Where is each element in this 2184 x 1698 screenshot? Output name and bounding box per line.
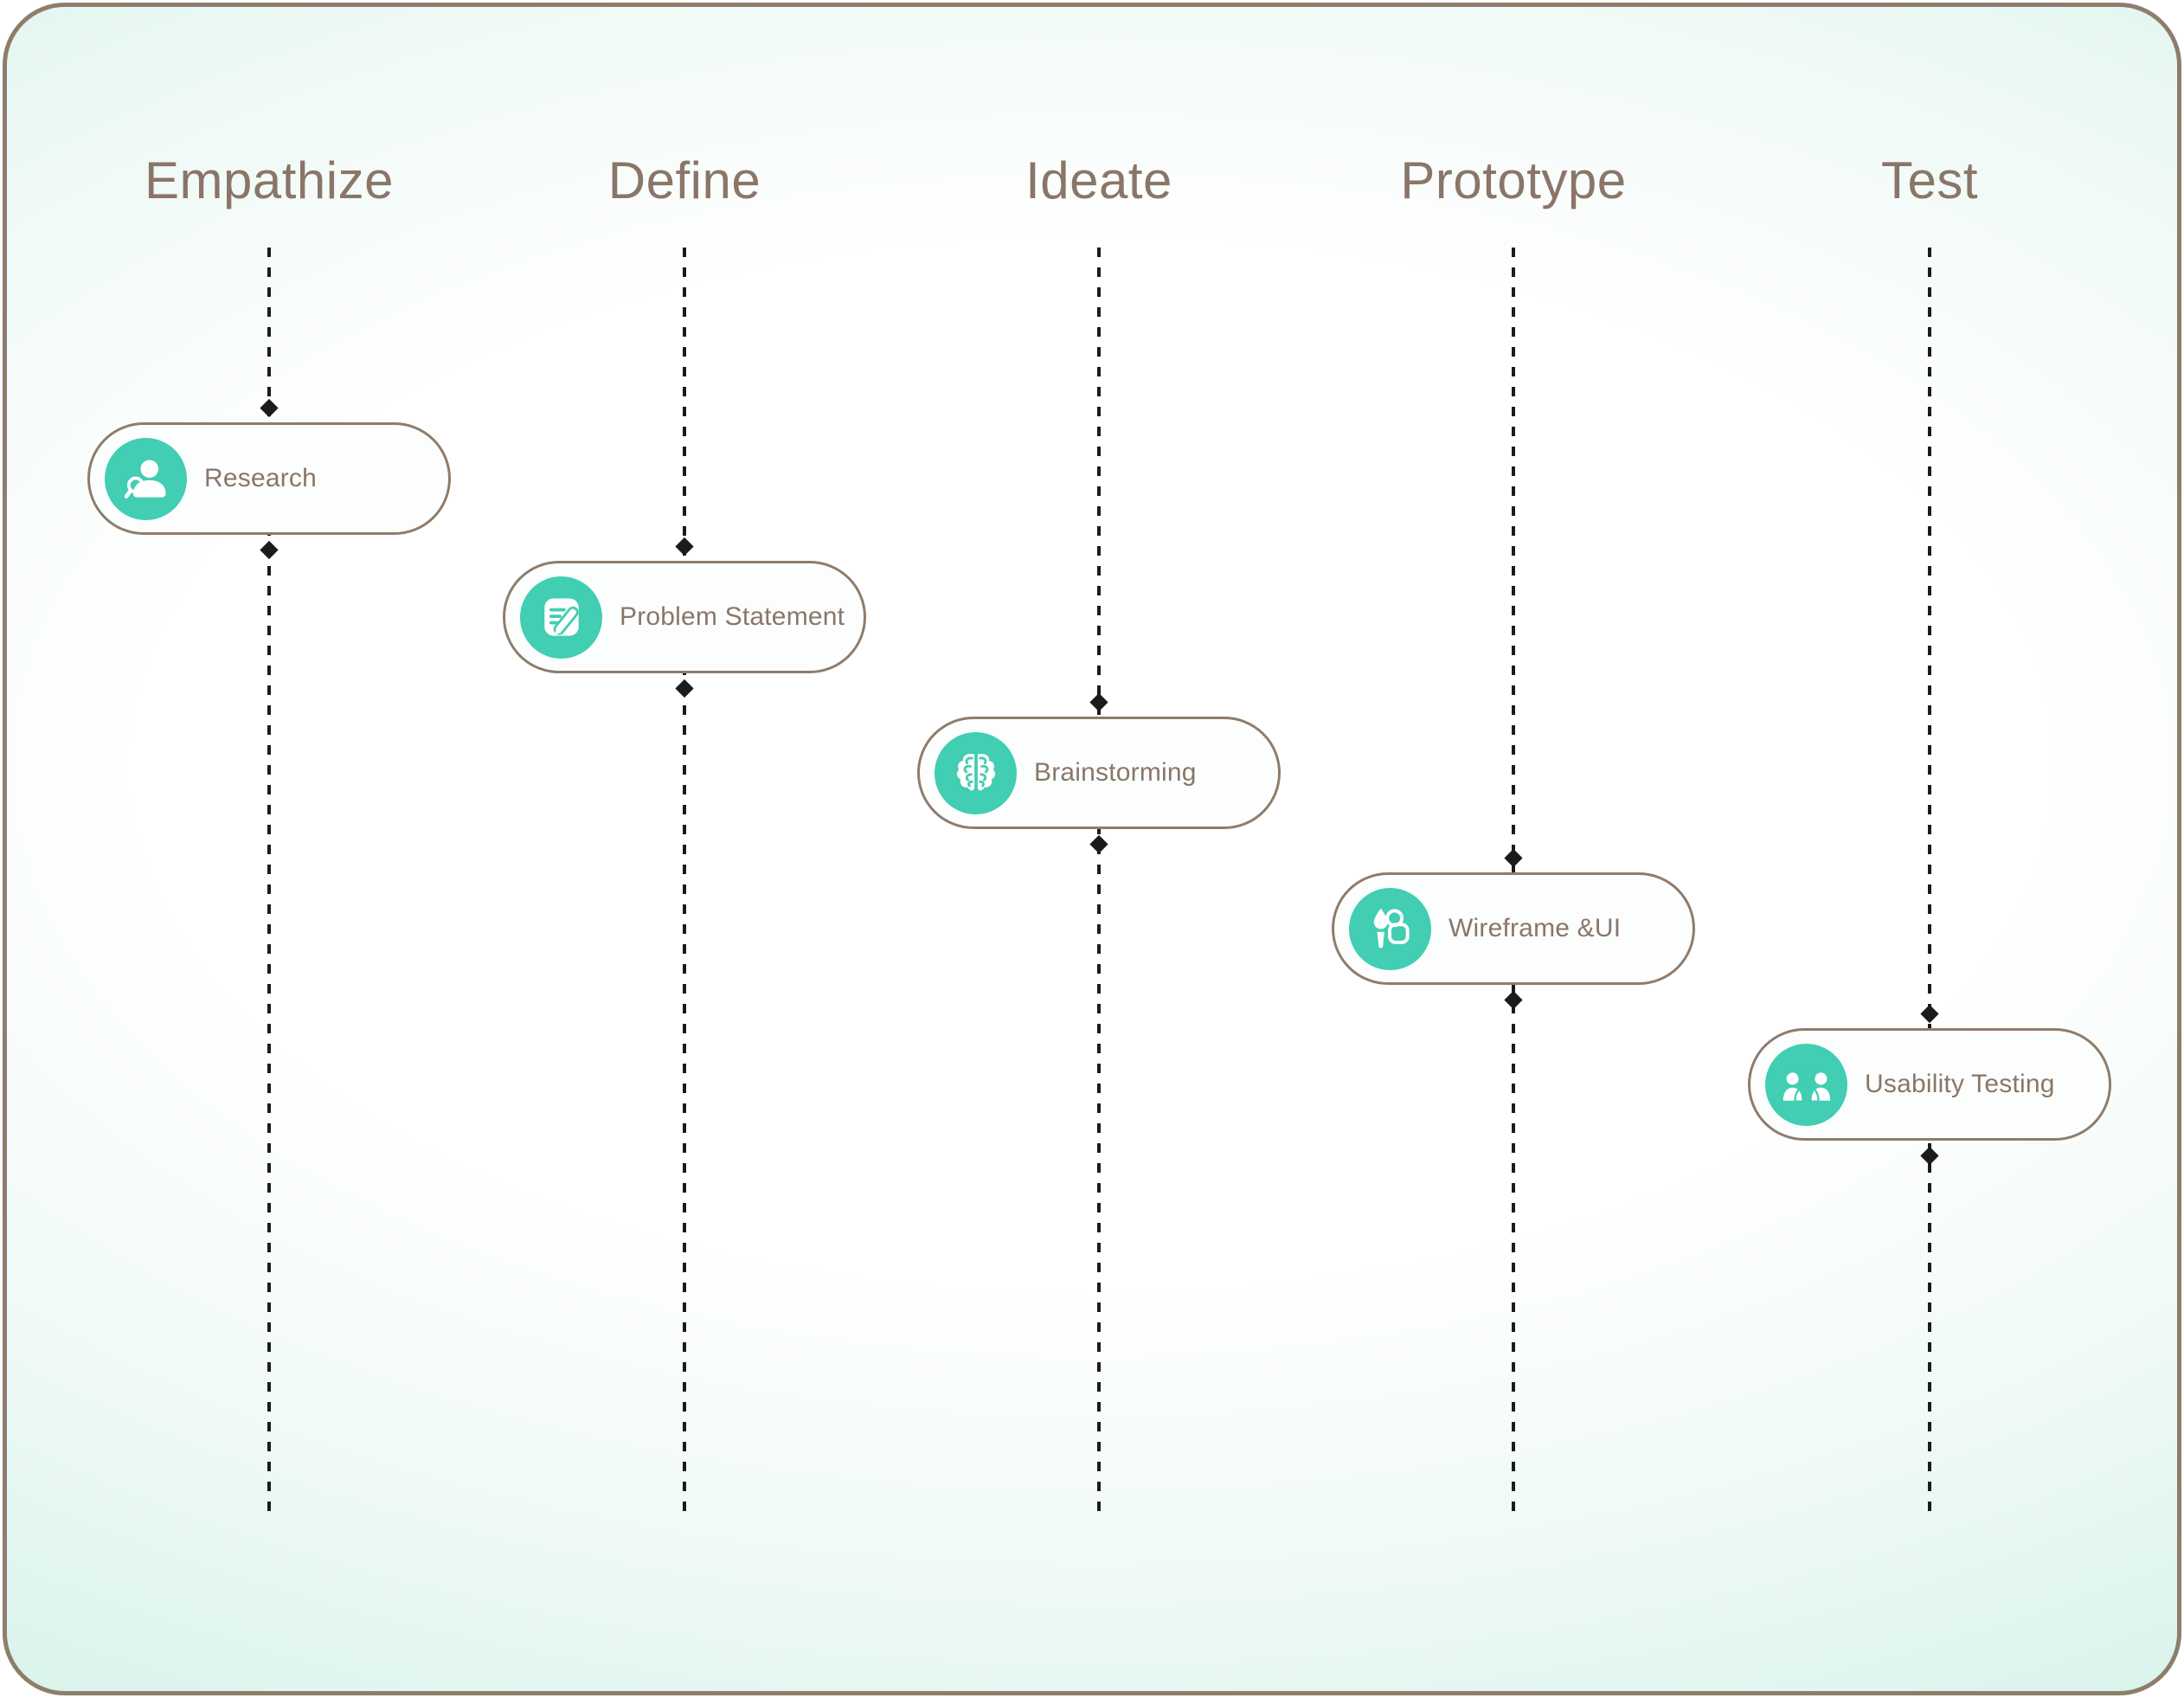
users-group-icon [1783, 1066, 1830, 1103]
card-research[interactable]: Research [87, 422, 451, 535]
icon-circle [1349, 887, 1431, 970]
timeline-dotted-line [683, 248, 686, 1521]
column-title: Test [1880, 151, 1979, 209]
card-wireframe-ui[interactable]: Wireframe &UI [1332, 872, 1695, 985]
timeline-dotted-line [267, 248, 271, 1521]
note-edit-icon [543, 598, 579, 636]
brush-frame-icon [1373, 908, 1410, 949]
icon-circle [935, 731, 1017, 814]
board-canvas: Empathize Research Define [3, 3, 2181, 1695]
diamond-connector [675, 679, 694, 698]
brain-icon [956, 753, 995, 791]
user-search-icon [124, 460, 165, 498]
diamond-connector [1504, 848, 1523, 868]
diamond-connector [1089, 692, 1108, 712]
column-title: Empathize [145, 151, 394, 209]
icon-circle [520, 576, 602, 659]
card-problem-statement[interactable]: Problem Statement [503, 561, 866, 673]
diamond-connector [1920, 1004, 1939, 1024]
card-label: Problem Statement [620, 602, 845, 631]
column-title: Prototype [1400, 151, 1627, 209]
diamond-connector [260, 540, 279, 560]
card-label: Brainstorming [1034, 758, 1197, 787]
diamond-connector [260, 398, 279, 418]
card-label: Research [204, 464, 317, 492]
diamond-connector [1504, 990, 1523, 1010]
timeline-dotted-line [1097, 248, 1101, 1521]
timeline-dotted-line [1928, 248, 1931, 1521]
diamond-connector [1920, 1146, 1939, 1166]
card-label: Wireframe &UI [1449, 914, 1622, 942]
card-brainstorming[interactable]: Brainstorming [917, 717, 1281, 829]
icon-circle [105, 437, 187, 520]
diamond-connector [1089, 834, 1108, 854]
card-usability-testing[interactable]: Usability Testing [1748, 1028, 2111, 1141]
column-title: Ideate [1025, 151, 1172, 209]
card-label: Usability Testing [1865, 1070, 2055, 1098]
icon-circle [1765, 1043, 1847, 1126]
diamond-connector [675, 537, 694, 556]
column-title: Define [607, 151, 761, 209]
